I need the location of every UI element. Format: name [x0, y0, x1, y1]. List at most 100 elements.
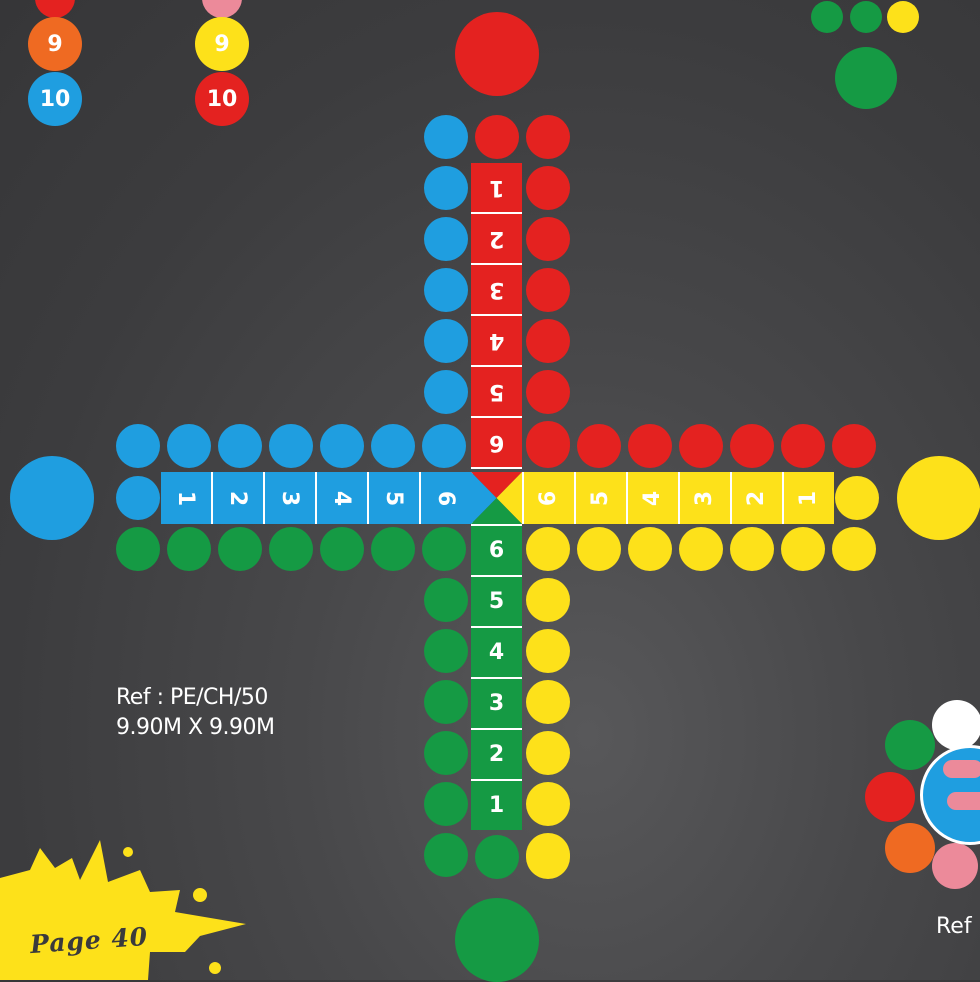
track-cell-green: 6	[471, 524, 522, 575]
home-circle-green	[455, 898, 539, 982]
paint-splat-decoration	[0, 840, 260, 980]
globe-stripe	[947, 792, 980, 810]
track-dot-green	[371, 527, 415, 571]
track-number: 3	[489, 691, 504, 716]
counter-dot-blue: 10	[28, 72, 82, 126]
track-dot-yellow	[526, 629, 570, 673]
track-number: 1	[489, 793, 504, 818]
track-dot-yellow	[577, 527, 621, 571]
track-dot-blue	[424, 319, 468, 363]
track-dot-green	[269, 527, 313, 571]
track-number: 5	[489, 379, 504, 404]
track-number: 5	[589, 490, 614, 505]
track-cell-blue: 1	[161, 472, 213, 524]
track-dot-blue	[320, 424, 364, 468]
track-cell-yellow: 6	[522, 472, 574, 524]
track-number: 4	[489, 328, 504, 353]
track-cell-yellow: 3	[678, 472, 730, 524]
track-dot-green	[475, 835, 519, 879]
counter-dot-red	[35, 0, 75, 18]
track-dot-green	[424, 731, 468, 775]
track-cell-green: 1	[471, 779, 522, 830]
track-dot-blue	[269, 424, 313, 468]
track-dot-green	[424, 629, 468, 673]
track-dot-blue	[424, 217, 468, 261]
track-dot-green	[218, 527, 262, 571]
track-dot-yellow	[628, 527, 672, 571]
track-cell-blue: 3	[265, 472, 317, 524]
track-dot-red	[679, 424, 723, 468]
track-dot-blue	[424, 268, 468, 312]
track-cell-yellow: 2	[730, 472, 782, 524]
globe-stripe	[943, 760, 980, 778]
track-dot-red	[832, 424, 876, 468]
counter-number: 9	[195, 17, 249, 71]
reference-text: Ref : PE/CH/50 9.90M X 9.90M	[116, 683, 275, 743]
track-number: 6	[489, 538, 504, 563]
track-number: 2	[745, 490, 770, 505]
track-number: 3	[693, 490, 718, 505]
track-dot-yellow	[526, 835, 570, 879]
track-number: 3	[278, 490, 303, 505]
track-dot-red	[526, 217, 570, 261]
track-number: 5	[382, 490, 407, 505]
track-number: 2	[489, 226, 504, 251]
track-dot-red	[526, 115, 570, 159]
track-number: 5	[489, 589, 504, 614]
cluster-dot-pink	[932, 843, 978, 889]
track-number: 2	[489, 742, 504, 767]
track-dot-red	[577, 424, 621, 468]
track-dot-red	[526, 166, 570, 210]
track-dot-blue	[371, 424, 415, 468]
cluster-dot-orange	[885, 823, 935, 873]
counter-number: 10	[28, 72, 82, 126]
track-cell-green: 5	[471, 575, 522, 626]
track-cell-yellow: 4	[626, 472, 678, 524]
track-cell-red: 3	[471, 265, 522, 316]
track-cell-red: 4	[471, 316, 522, 367]
track-dot-red	[526, 268, 570, 312]
track-number: 6	[434, 490, 459, 505]
home-circle-red	[455, 12, 539, 96]
track-dot-red	[526, 319, 570, 363]
track-cell-yellow: 5	[574, 472, 626, 524]
cluster-dot-green	[811, 1, 843, 33]
track-dot-green	[424, 782, 468, 826]
track-dot-yellow	[526, 680, 570, 724]
counter-dot-red: 10	[195, 72, 249, 126]
track-dot-yellow	[832, 527, 876, 571]
track-dot-green	[320, 527, 364, 571]
counter-number: 9	[28, 17, 82, 71]
track-dot-red	[730, 424, 774, 468]
center-square	[471, 472, 522, 524]
reference-code: Ref : PE/CH/50	[116, 683, 275, 713]
track-cell-yellow: 1	[782, 472, 834, 524]
track-dot-green	[167, 527, 211, 571]
track-dot-green	[424, 833, 468, 877]
cluster-dot-white	[932, 700, 980, 750]
track-cell-red: 2	[471, 214, 522, 265]
track-cell-blue: 4	[317, 472, 369, 524]
counter-dot-pink	[202, 0, 242, 18]
track-number: 6	[489, 430, 504, 455]
track-dot-yellow	[679, 527, 723, 571]
home-circle-blue	[10, 456, 94, 540]
track-dot-green	[422, 527, 466, 571]
home-circle-yellow	[897, 456, 980, 540]
reference-text-cropped: Ref	[936, 914, 972, 939]
track-cell-red: 6	[471, 418, 522, 469]
track-number: 1	[174, 490, 199, 505]
counter-dot-orange: 9	[28, 17, 82, 71]
track-dot-red	[475, 115, 519, 159]
track-dot-yellow	[781, 527, 825, 571]
track-cell-blue: 2	[213, 472, 265, 524]
cluster-dot-yellow	[887, 1, 919, 33]
track-dot-blue	[424, 370, 468, 414]
track-dot-yellow	[526, 578, 570, 622]
track-dot-blue	[167, 424, 211, 468]
track-number: 4	[489, 640, 504, 665]
cluster-dot-red	[865, 772, 915, 822]
track-number: 3	[489, 277, 504, 302]
counter-number: 10	[195, 72, 249, 126]
